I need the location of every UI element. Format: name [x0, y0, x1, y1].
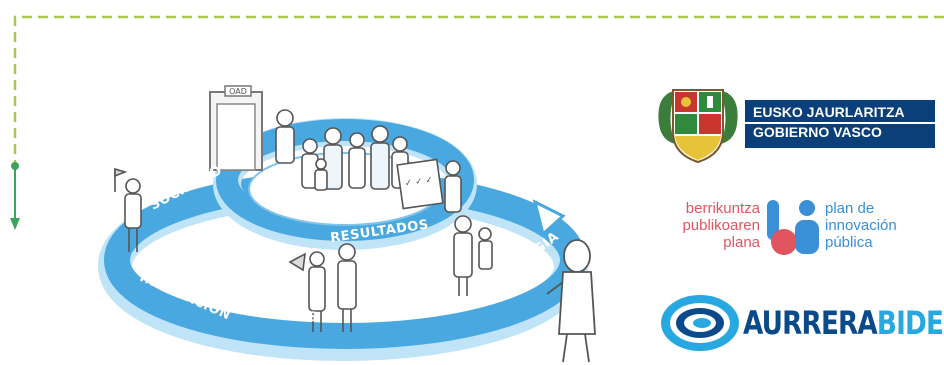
flow-connector — [10, 15, 944, 230]
aurrerabide-wordmark: AURRERABIDE — [743, 304, 944, 342]
gobierno-vasco-wordmark: EUSKO JAURLARITZA GOBIERNO VASCO — [745, 100, 935, 148]
figure-right-inner — [444, 160, 462, 213]
aurrera-part: AURRERA — [743, 304, 878, 342]
figure-left-flag — [114, 167, 142, 252]
figures-right-cluster — [453, 215, 493, 296]
pip-spanish-text: plan de innovación pública — [825, 200, 897, 251]
gv-divider — [745, 122, 935, 124]
checklist-board: ✓ ✓ ✓ — [396, 158, 444, 210]
pip-basque-text: berrikuntza publikoaren plana — [682, 200, 760, 251]
gv-line-1: EUSKO JAURLARITZA — [753, 104, 905, 120]
figure-door — [275, 109, 295, 164]
svg-text:✓ ✓ ✓: ✓ ✓ ✓ — [404, 175, 433, 189]
gv-line-2: GOBIERNO VASCO — [753, 124, 882, 140]
figure-presenter — [546, 239, 596, 363]
aurrerabide-logo: AURRERABIDE — [655, 286, 944, 356]
plan-innovacion-logo: berrikuntza publikoaren plana plan de in… — [655, 196, 940, 266]
figures-bottom — [288, 243, 357, 332]
gobierno-vasco-logo: EUSKO JAURLARITZA GOBIERNO VASCO — [655, 84, 940, 164]
coat-of-arms-icon — [658, 89, 738, 164]
dashed-line — [13, 15, 944, 165]
connector-dot — [11, 162, 19, 170]
bide-part: BIDE — [876, 304, 944, 342]
ribbon-arrow-icon — [532, 199, 566, 237]
inner-ribbon — [216, 119, 474, 241]
bi-mark-icon — [767, 200, 819, 255]
swirl-icon — [661, 295, 739, 351]
arrow-down-icon — [10, 218, 20, 230]
door-sign: OAD — [229, 87, 247, 96]
door-icon: OAD — [209, 85, 263, 171]
process-cycle-illustration: OAD ✓ ✓ ✓ — [98, 85, 596, 363]
